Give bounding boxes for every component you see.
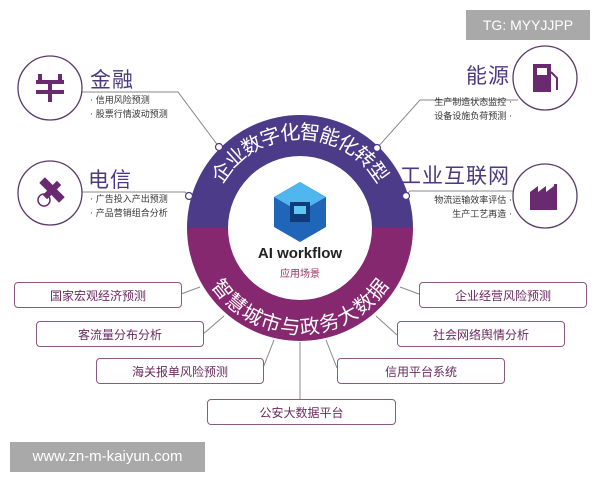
connector-dots (184, 142, 411, 201)
yen-currency-icon (36, 74, 64, 102)
sector-item: 生产工艺再造 · (452, 210, 512, 220)
city-item-box: 信用平台系统 (337, 358, 505, 384)
sector-items-energy: 生产制造状态监控 · 设备设施负荷预测 · (434, 96, 512, 124)
sector-item: 物流运输效率评估 · (434, 196, 512, 206)
sector-title-telecom: 电信 (88, 168, 132, 192)
sector-items-finance: · 信用风险预测 · 股票行情波动预测 (90, 94, 168, 122)
city-item-box: 客流量分布分析 (36, 321, 204, 347)
sector-item: · 产品营销组合分析 (90, 209, 168, 219)
sector-items-industry: 物流运输效率评估 · 生产工艺再造 · (434, 194, 512, 222)
center-title: AI workflow (257, 245, 343, 262)
watermark-bottom: www.zn-m-kaiyun.com (10, 442, 205, 472)
factory-icon (530, 184, 557, 210)
sector-item: 设备设施负荷预测 · (434, 112, 512, 122)
city-item-box: 企业经营风险预测 (419, 282, 587, 308)
sector-title-energy: 能源 (466, 64, 510, 88)
sector-title-industry: 工业互联网 (400, 164, 510, 188)
city-item-box: 社会网络舆情分析 (397, 321, 565, 347)
sector-item: · 信用风险预测 (90, 96, 150, 106)
satellite-icon (37, 177, 65, 207)
sector-item: · 广告投入产出预测 (90, 195, 168, 205)
city-item-box: 海关报单风险预测 (96, 358, 264, 384)
center-subtitle: 应用场景 (280, 269, 320, 280)
sector-items-telecom: · 广告投入产出预测 · 产品营销组合分析 (90, 193, 168, 221)
connector-lines (82, 91, 518, 400)
sector-item: · 股票行情波动预测 (90, 110, 168, 120)
city-item-box: 国家宏观经济预测 (14, 282, 182, 308)
watermark-top: TG: MYYJJPP (466, 10, 590, 40)
ai-workflow-logo (274, 182, 326, 242)
city-item-box: 公安大数据平台 (207, 399, 396, 425)
sector-item: 生产制造状态监控 · (434, 98, 512, 108)
fuel-pump-icon (533, 64, 558, 92)
sector-title-finance: 金融 (90, 68, 134, 92)
